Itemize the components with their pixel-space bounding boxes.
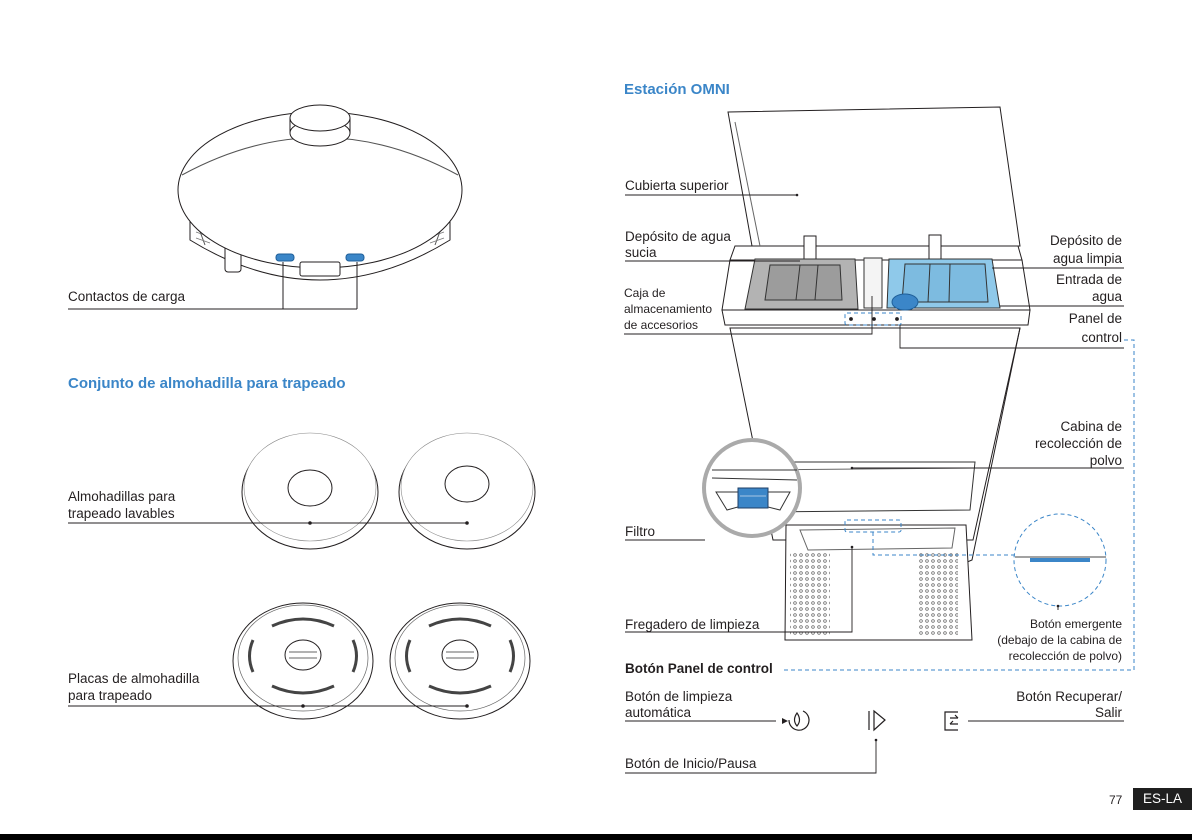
- bottom-edge: [0, 834, 1192, 840]
- charging-leader: [68, 262, 358, 310]
- label-accessory-box-1: Caja de: [624, 286, 666, 300]
- label-dust-cabin-2: recolección de: [1034, 436, 1122, 451]
- label-washing-sink: Fregadero de limpieza: [625, 617, 760, 632]
- page-number: 77: [1109, 793, 1123, 807]
- title-control-panel-buttons: Botón Panel de control: [625, 661, 773, 676]
- title-mop-assembly: Conjunto de almohadilla para trapeado: [68, 375, 346, 392]
- label-recover-exit-button-2: Salir: [1094, 705, 1122, 720]
- label-popup-button-1: Botón emergente: [1029, 617, 1122, 631]
- label-water-inlet-1: Entrada de: [1055, 272, 1122, 287]
- label-dirty-tank-2: sucia: [625, 245, 657, 260]
- label-control-panel-1: Panel de: [1068, 311, 1122, 326]
- title-omni-station: Estación OMNI: [624, 81, 730, 98]
- label-dust-cabin-3: polvo: [1089, 453, 1122, 468]
- label-dirty-tank-1: Depósito de agua: [625, 229, 731, 244]
- label-auto-clean-button-1: Botón de limpieza: [625, 689, 733, 704]
- label-mop-plates-2: para trapeado: [68, 688, 153, 703]
- label-washable-pads-1: Almohadillas para: [68, 489, 176, 504]
- label-filter: Filtro: [625, 524, 655, 539]
- station-leader-dots: [795, 193, 1060, 742]
- label-charging-contacts: Contactos de carga: [68, 289, 186, 304]
- label-accessory-box-2: almacenamiento: [624, 302, 713, 316]
- label-recover-exit-button-1: Botón Recuperar/: [1016, 689, 1122, 704]
- label-popup-button-3: recolección de polvo): [1008, 649, 1122, 663]
- robot-illustration: [177, 104, 463, 281]
- callout-dashes: [782, 312, 1135, 671]
- label-clean-tank-2: agua limpia: [1052, 251, 1122, 266]
- mop-plates-illustration: [68, 602, 531, 720]
- label-dust-cabin-1: Cabina de: [1060, 419, 1122, 434]
- droplet-icon: [782, 710, 810, 731]
- label-mop-plates-1: Placas de almohadilla: [68, 671, 200, 686]
- mop-pads-illustration: [68, 432, 536, 550]
- label-start-pause-button: Botón de Inicio/Pausa: [625, 756, 757, 771]
- label-popup-button-2: (debajo de la cabina de: [997, 633, 1122, 647]
- label-water-inlet-2: agua: [1091, 289, 1122, 304]
- label-clean-tank-1: Depósito de: [1049, 233, 1122, 248]
- omni-station-illustration: [702, 106, 1107, 641]
- label-washable-pads-2: trapeado lavables: [68, 506, 175, 521]
- label-auto-clean-button-2: automática: [625, 705, 692, 720]
- locale-badge: ES-LA: [1133, 788, 1192, 810]
- label-accessory-box-3: de accesorios: [624, 318, 699, 332]
- exit-icon: [944, 711, 959, 731]
- station-leaders: [624, 194, 1124, 774]
- label-top-cover: Cubierta superior: [625, 178, 729, 193]
- label-control-panel-2: control: [1081, 330, 1122, 345]
- play-pause-icon: [868, 709, 886, 732]
